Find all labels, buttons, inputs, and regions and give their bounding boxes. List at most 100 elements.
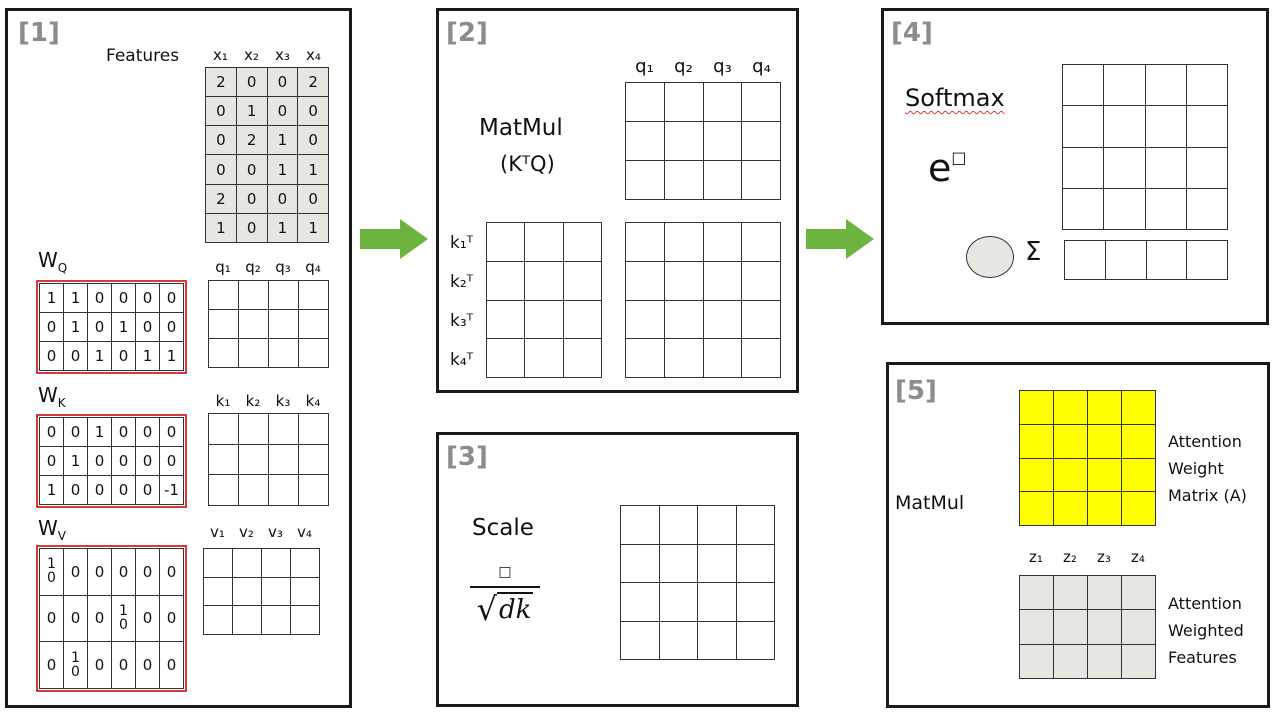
matrix-cell bbox=[238, 280, 269, 310]
matrix-cell bbox=[1053, 457, 1088, 493]
k-transpose-grid bbox=[485, 222, 603, 378]
matrix-cell: 1 bbox=[87, 341, 112, 371]
matrix-row bbox=[208, 443, 329, 476]
matrix-cell bbox=[562, 338, 603, 378]
matrix-cell bbox=[1053, 423, 1088, 459]
matrix-row bbox=[203, 548, 320, 578]
matrix-cell bbox=[524, 338, 564, 378]
matrix-cell: 0 bbox=[135, 548, 160, 596]
matrix-cell: 0 bbox=[159, 446, 184, 476]
matrix-cell: 2 bbox=[297, 66, 329, 98]
matrix-cell bbox=[1144, 187, 1187, 231]
matrix-cell bbox=[208, 309, 239, 339]
matrix-cell: 0 bbox=[87, 475, 112, 505]
matrix-cell: 0 bbox=[205, 125, 237, 156]
matrix-row bbox=[1019, 423, 1156, 459]
matrix-row bbox=[1061, 187, 1229, 231]
matrix-cell bbox=[290, 548, 320, 578]
matrix-cell: 0 bbox=[135, 594, 160, 643]
matrix-cell bbox=[268, 280, 299, 310]
panel-4-label: [4] bbox=[891, 18, 933, 48]
matrix-cell bbox=[625, 121, 665, 161]
matrix-cell: 1 bbox=[297, 154, 329, 185]
q-col: q₁ bbox=[215, 258, 231, 276]
arrow-right-icon bbox=[806, 219, 874, 259]
v-col: v₁ bbox=[210, 523, 225, 541]
matrix-cell bbox=[485, 299, 526, 340]
q-col: q₄ bbox=[752, 56, 771, 77]
z-col: z₃ bbox=[1097, 548, 1111, 566]
matrix-cell: -1 bbox=[159, 475, 184, 505]
matrix-cell: 0 bbox=[111, 446, 136, 476]
matrix-row bbox=[1019, 643, 1156, 680]
wk-label: WK bbox=[38, 383, 66, 410]
matrix-cell bbox=[1061, 146, 1105, 189]
matrix-cell bbox=[658, 505, 698, 545]
v-col: v₄ bbox=[297, 523, 312, 541]
matrix-cell bbox=[298, 474, 329, 506]
matrix-cell: 0 bbox=[266, 183, 299, 214]
matrix-cell bbox=[1121, 423, 1156, 459]
matrix-cell bbox=[298, 413, 329, 445]
k-col: k₂ bbox=[245, 392, 261, 410]
matrix-row bbox=[1019, 609, 1156, 645]
matrix-cell bbox=[298, 338, 329, 368]
matrix-cell: 0 bbox=[63, 417, 88, 447]
matrix-cell bbox=[625, 222, 665, 262]
matrix-cell: 0 bbox=[235, 212, 268, 244]
matrix-row bbox=[1019, 457, 1156, 493]
matrix-cell bbox=[298, 280, 329, 310]
q-col-headers: q₁ q₂ q₃ q₄ bbox=[208, 258, 328, 276]
v-col-headers: v₁ v₂ v₃ v₄ bbox=[203, 523, 319, 541]
matrix-cell bbox=[1087, 423, 1122, 459]
matrix-cell bbox=[663, 338, 704, 378]
p2-q-headers: q₁ q₂ q₃ q₄ bbox=[625, 56, 781, 77]
matrix-cell bbox=[741, 121, 781, 161]
matrix-cell bbox=[208, 474, 239, 506]
q-col: q₂ bbox=[674, 56, 693, 77]
k-transpose-labels: k₁ᵀ k₂ᵀ k₃ᵀ k₄ᵀ bbox=[450, 223, 473, 379]
matrix-cell bbox=[1087, 574, 1122, 611]
matrix-cell bbox=[485, 222, 526, 262]
matrix-cell bbox=[735, 582, 775, 622]
matrix-cell bbox=[1053, 643, 1088, 680]
matrix-cell bbox=[1121, 390, 1156, 425]
feature-col: x₄ bbox=[306, 46, 321, 64]
matrix-cell: 0 bbox=[87, 594, 112, 643]
matrix-cell bbox=[1053, 574, 1088, 611]
matrix-cell: 0 bbox=[111, 548, 136, 596]
matrix-cell bbox=[1185, 146, 1229, 189]
matrix-cell bbox=[203, 548, 233, 578]
matrix-cell bbox=[562, 222, 603, 262]
matrix-cell bbox=[741, 260, 781, 301]
matrix-row bbox=[208, 338, 329, 368]
q-col: q₂ bbox=[245, 258, 261, 276]
matrix-row bbox=[625, 338, 781, 378]
feature-col: x₁ bbox=[213, 46, 228, 64]
matrix-cell bbox=[208, 413, 239, 445]
matrix-cell: 0 bbox=[297, 125, 329, 156]
matrix-cell bbox=[1019, 457, 1054, 493]
matrix-row bbox=[625, 82, 781, 122]
matrix-row bbox=[1019, 574, 1156, 611]
attention-weight-grid bbox=[1019, 390, 1156, 526]
q-col: q₁ bbox=[635, 56, 654, 77]
matrix-cell: 0 bbox=[87, 548, 112, 596]
matrix-cell: 1 bbox=[205, 212, 237, 244]
z-col-headers: z₁ z₂ z₃ z₄ bbox=[1019, 548, 1155, 566]
matrix-row bbox=[620, 620, 775, 660]
matrix-cell: 0 bbox=[135, 283, 160, 313]
matrix-cell bbox=[208, 443, 239, 476]
matrix-cell bbox=[702, 82, 743, 122]
matrix-cell bbox=[1103, 63, 1146, 107]
matrix-cell: 0 bbox=[159, 417, 184, 447]
matrix-cell: 0 bbox=[205, 154, 237, 185]
matrix-cell bbox=[261, 576, 291, 607]
